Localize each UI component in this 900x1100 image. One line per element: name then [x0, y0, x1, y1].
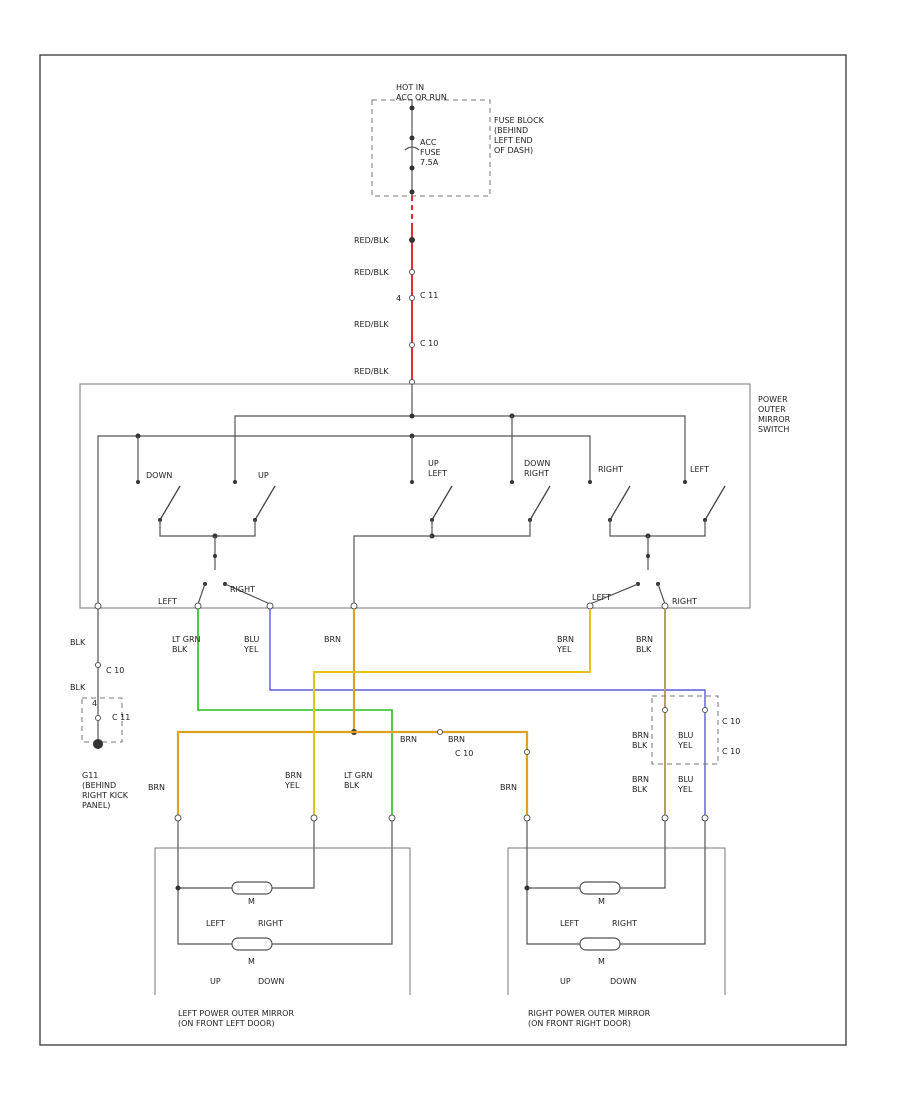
splice-connector: C 10	[455, 749, 473, 758]
feed-connector-1: C 11	[420, 291, 438, 300]
right-motor-2-down: DOWN	[610, 977, 636, 986]
wire-label-brn: BRN	[324, 635, 341, 644]
right-mirror: BRN M LEFT RIGHT M UP DOWN RIGHT POWER O…	[500, 783, 726, 1028]
right-mirror-label: RIGHT POWER OUTER MIRROR(ON FRONT RIGHT …	[528, 1009, 651, 1028]
switch-terminal-right-2: RIGHT	[672, 597, 697, 606]
ground-pin: 4	[92, 699, 97, 708]
right-connector-2: C 10	[722, 747, 740, 756]
ground-connector: C 10	[106, 666, 124, 675]
feed-wire-label-4: RED/BLK	[354, 367, 389, 376]
left-motor-2-down: DOWN	[258, 977, 284, 986]
left-wire-brn: BRN	[148, 783, 165, 792]
switch-contact-left: LEFT	[683, 465, 726, 522]
feed-wire: RED/BLK RED/BLK 4 C 11 RED/BLK C 10 RED/…	[354, 196, 438, 385]
feed-wire-label-2: RED/BLK	[354, 268, 389, 277]
svg-text:M: M	[598, 897, 605, 906]
splice-wire-right: BRN	[448, 735, 465, 744]
svg-text:UP: UP	[258, 471, 269, 480]
svg-text:M: M	[248, 957, 255, 966]
left-motor-2-up: UP	[210, 977, 221, 986]
svg-text:M: M	[248, 897, 255, 906]
switch-terminal-left-2: LEFT	[592, 593, 611, 602]
right-motor-1-right: RIGHT	[612, 919, 637, 928]
switch-contact-up: UP	[233, 471, 276, 522]
switch-contact-down: DOWN	[136, 471, 181, 522]
ground-connector-2: C 11	[112, 713, 130, 722]
left-motor-1-right: RIGHT	[258, 919, 283, 928]
wire-label-blk: BLK	[70, 638, 86, 647]
feed-wire-label-1: RED/BLK	[354, 236, 389, 245]
left-mirror-label: LEFT POWER OUTER MIRROR(ON FRONT LEFT DO…	[178, 1009, 294, 1028]
switch-terminal-right-1: RIGHT	[230, 585, 255, 594]
diagram-frame	[39, 54, 847, 1046]
svg-text:DOWN: DOWN	[146, 471, 172, 480]
feed-connector-pin: 4	[396, 294, 401, 303]
svg-text:RIGHT: RIGHT	[598, 465, 623, 474]
left-motor-1-left: LEFT	[206, 919, 225, 928]
switch-terminal-left-1: LEFT	[158, 597, 177, 606]
switch-contact-right: RIGHT	[588, 465, 631, 522]
right-motor-1-left: LEFT	[560, 919, 579, 928]
svg-text:LEFT: LEFT	[690, 465, 709, 474]
right-connector-1: C 10	[722, 717, 740, 726]
ground-wire-label: BLK	[70, 683, 86, 692]
splice-wire-left: BRN	[400, 735, 417, 744]
feed-connector-2: C 10	[420, 339, 438, 348]
right-motor-2-up: UP	[560, 977, 571, 986]
svg-text:M: M	[598, 957, 605, 966]
right-wire-brn: BRN	[500, 783, 517, 792]
feed-wire-label-3: RED/BLK	[354, 320, 389, 329]
